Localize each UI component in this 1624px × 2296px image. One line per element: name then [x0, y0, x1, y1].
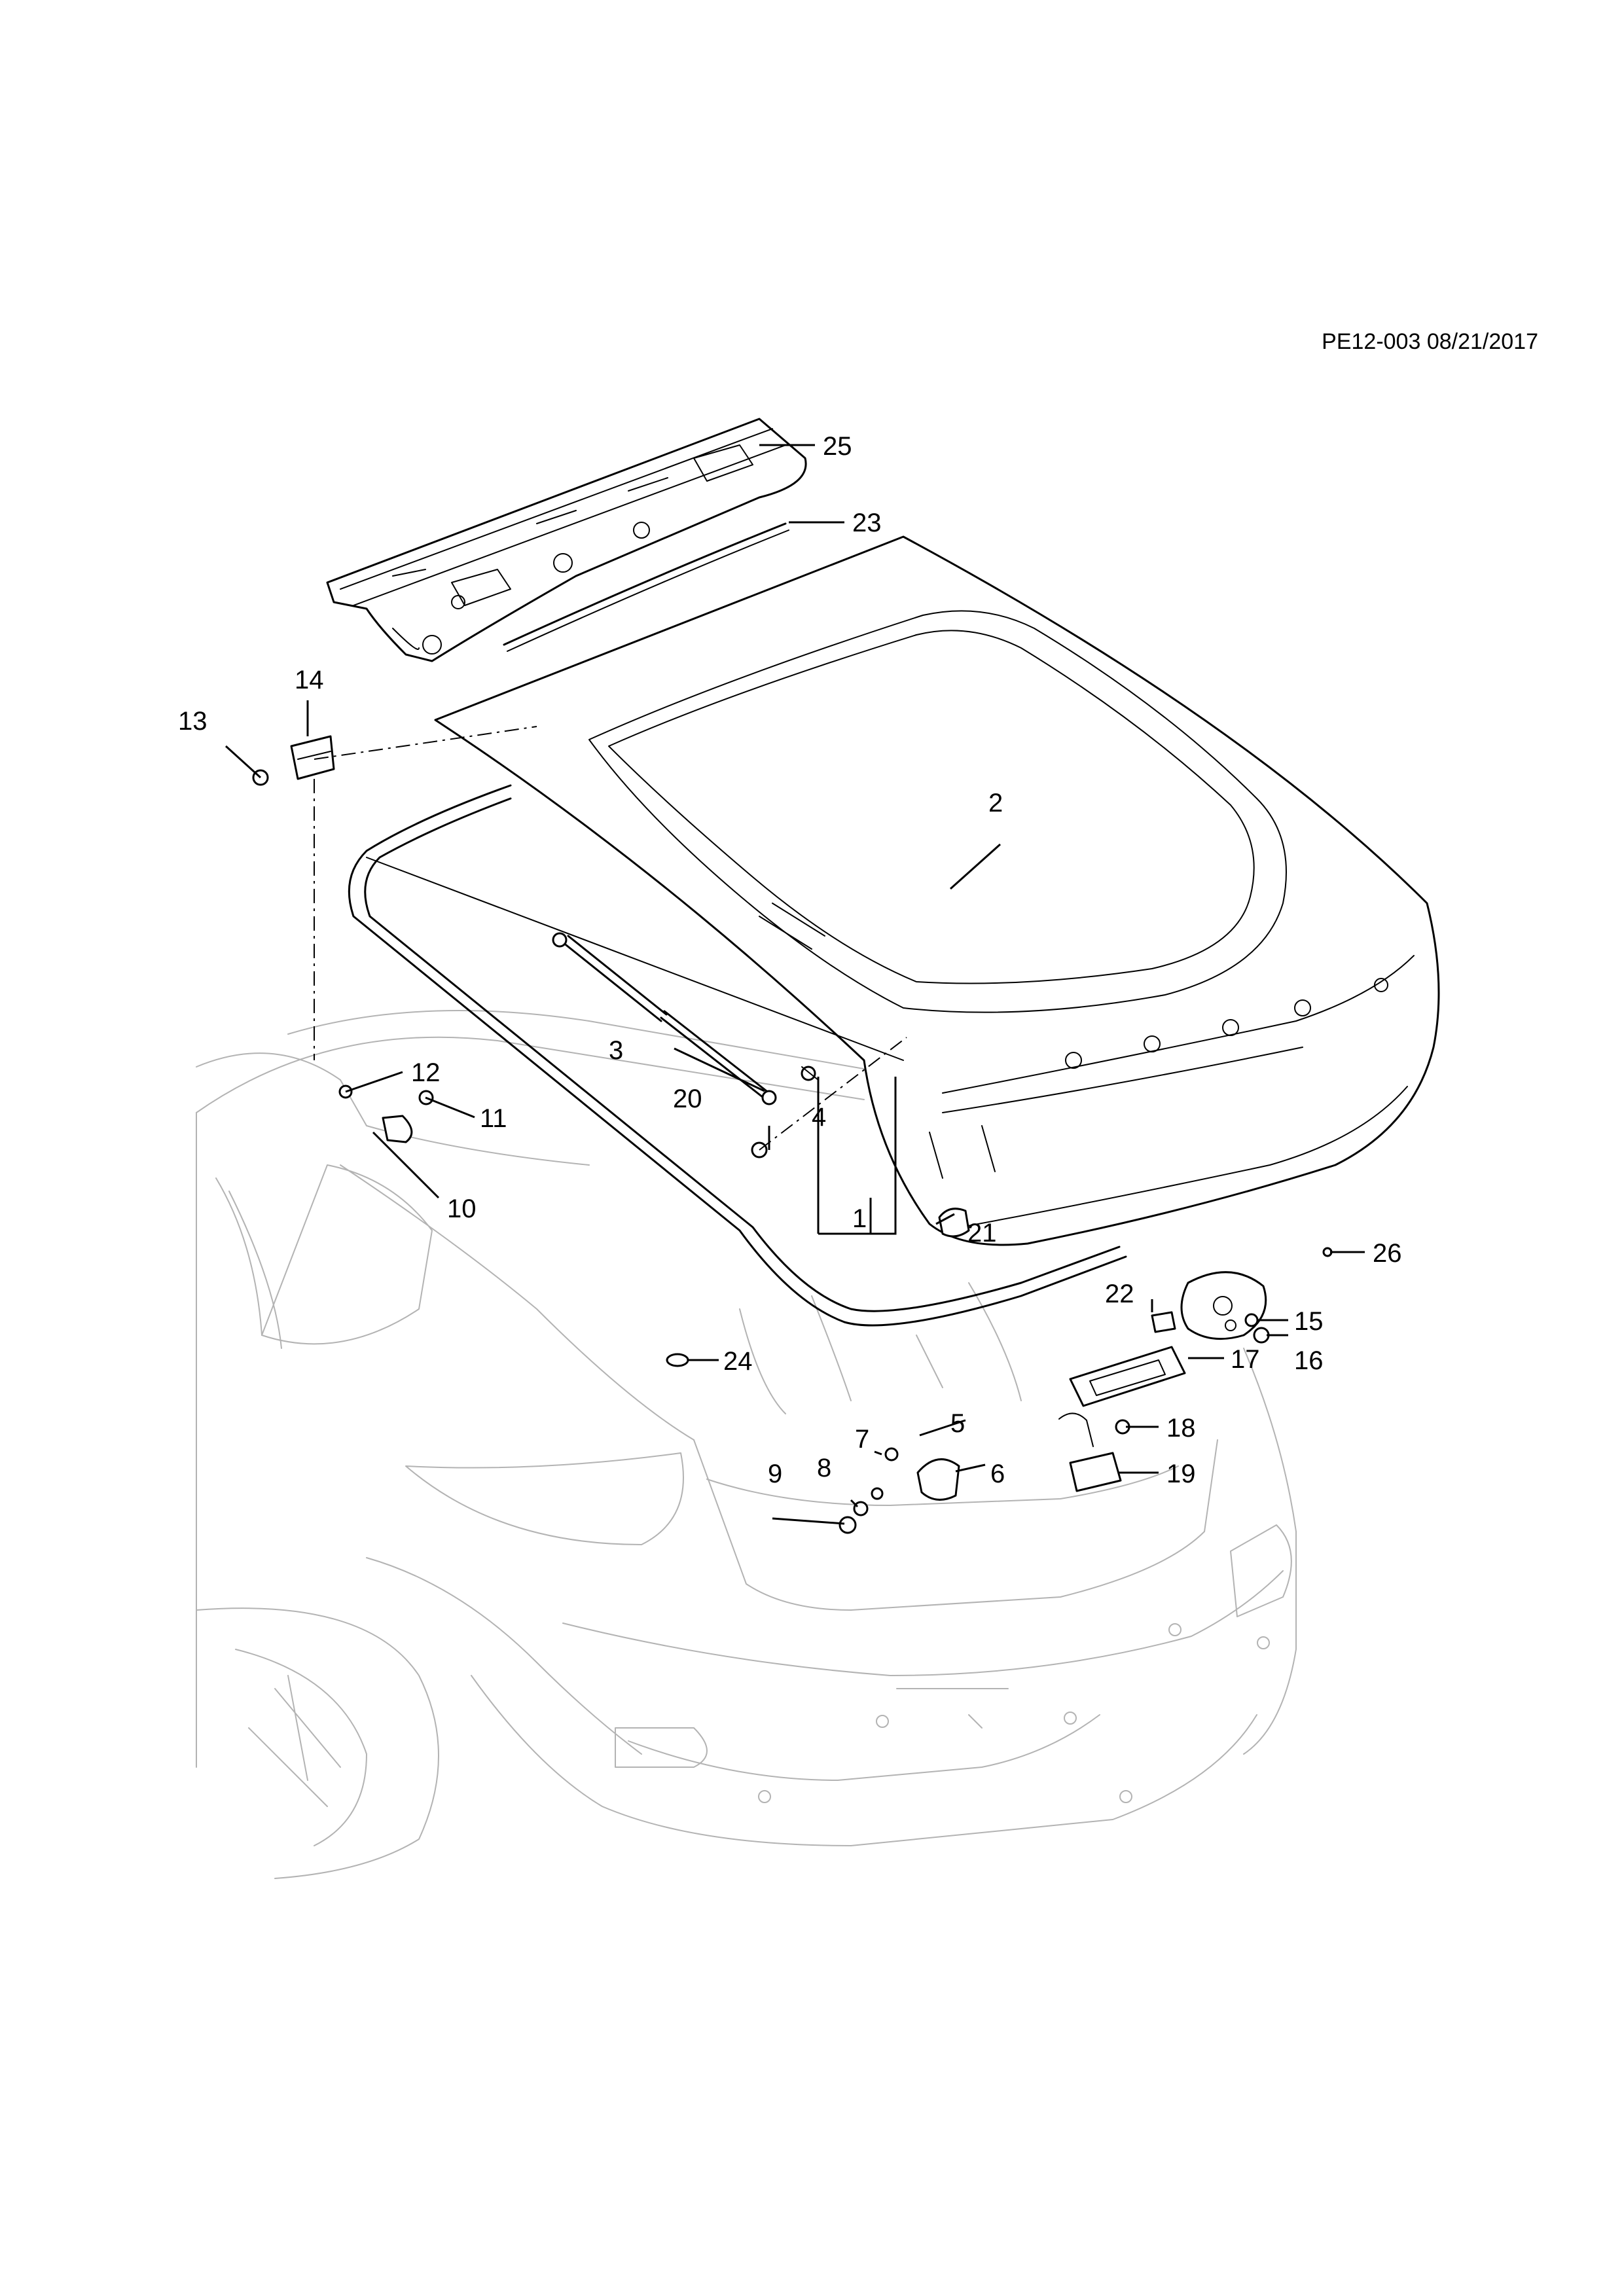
callout-11: 11	[480, 1104, 507, 1133]
callout-23: 23	[852, 509, 882, 537]
roof-rear-panel	[326, 418, 807, 662]
callout-12: 12	[411, 1058, 441, 1087]
callout-8: 8	[817, 1454, 831, 1482]
callout-14: 14	[295, 666, 324, 694]
callout-20: 20	[673, 1085, 702, 1113]
leader-lines	[225, 444, 1365, 1525]
handle-bolt	[884, 1447, 899, 1462]
opening-weatherstrip	[348, 784, 1127, 1327]
callout-5: 5	[950, 1409, 965, 1438]
callout-25: 25	[823, 432, 852, 461]
liftgate-panel	[434, 535, 1440, 1246]
callout-16: 16	[1294, 1346, 1324, 1375]
rear-cover-plug	[666, 1353, 689, 1367]
callout-18: 18	[1166, 1414, 1196, 1443]
latch-assembly	[1180, 1271, 1267, 1340]
handle-cap	[839, 1516, 857, 1534]
strut-ball-stud	[801, 1066, 819, 1081]
callout-22: 22	[1105, 1280, 1134, 1308]
callout-26: 26	[1373, 1239, 1402, 1268]
callout-19: 19	[1166, 1460, 1196, 1488]
callout-4: 4	[812, 1103, 826, 1132]
callout-9: 9	[768, 1460, 782, 1488]
callout-24: 24	[723, 1347, 753, 1376]
license-lamp	[1058, 1412, 1122, 1492]
callout-21: 21	[967, 1219, 997, 1247]
gas-strut	[552, 932, 777, 1105]
release-switch	[1069, 1346, 1186, 1407]
callout-10: 10	[447, 1194, 477, 1223]
callout-2: 2	[988, 789, 1003, 817]
callout-7: 7	[855, 1425, 869, 1454]
car-body-outline	[196, 1010, 1297, 1879]
hinge-bracket	[290, 735, 335, 780]
drawing-reference: PE12-003 08/21/2017	[1322, 329, 1538, 354]
callout-13: 13	[178, 707, 208, 736]
center-lines	[314, 726, 907, 1151]
callout-1: 1	[852, 1204, 867, 1233]
callout-3: 3	[609, 1036, 623, 1065]
strut-bracket	[382, 1115, 413, 1143]
latch-bolt-lower	[1253, 1327, 1270, 1344]
roof-weatherstrip	[503, 522, 789, 652]
callout-6: 6	[990, 1460, 1005, 1488]
release-switch-clip	[1151, 1311, 1176, 1333]
callouts: 1 2 3 4 5 6 7 8 9 10 11 12 13 14 15 16 1…	[178, 432, 1402, 1488]
bumper-stop	[938, 1208, 970, 1238]
callout-15: 15	[1294, 1307, 1324, 1336]
handle-screw	[871, 1487, 884, 1500]
handle-bracket	[916, 1458, 960, 1501]
callout-17: 17	[1231, 1345, 1260, 1374]
latch-bolt	[1244, 1313, 1259, 1327]
